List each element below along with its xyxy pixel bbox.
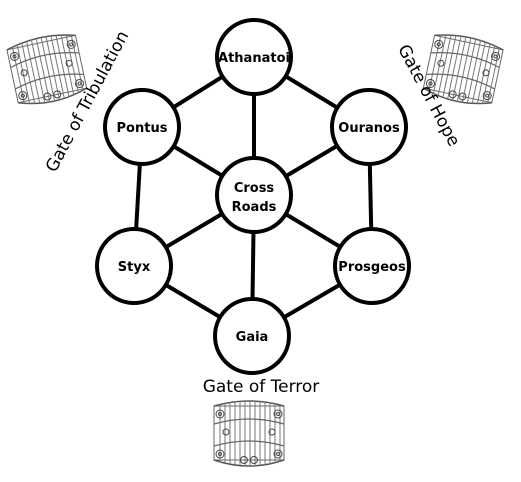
- node-label-athanatoi: Athanatoi: [218, 51, 290, 66]
- gate-label-terror: Gate of Terror: [203, 377, 320, 397]
- gate-icon: [213, 400, 285, 467]
- node-label-prosgeos: Prosgeos: [338, 260, 406, 275]
- node-label-ouranos: Ouranos: [338, 121, 400, 136]
- node-label-styx: Styx: [118, 260, 151, 275]
- node-label-pontus: Pontus: [117, 121, 168, 136]
- node-label-crossroads-line2: Roads: [232, 200, 277, 215]
- node-label-gaia: Gaia: [236, 330, 269, 345]
- node-label-crossroads-line1: Cross: [234, 181, 275, 196]
- node-prosgeos: Prosgeos: [333, 227, 411, 305]
- node-ouranos: Ouranos: [330, 88, 408, 166]
- gate-tribulation-icon: [5, 29, 89, 110]
- node-styx: Styx: [95, 227, 173, 305]
- gate-icon: [5, 29, 89, 110]
- node-athanatoi: Athanatoi: [215, 18, 293, 96]
- node-gaia: Gaia: [213, 297, 291, 375]
- gate-terror-icon: [213, 400, 285, 467]
- node-crossroads: Cross Roads: [215, 156, 293, 234]
- node-pontus: Pontus: [103, 88, 181, 166]
